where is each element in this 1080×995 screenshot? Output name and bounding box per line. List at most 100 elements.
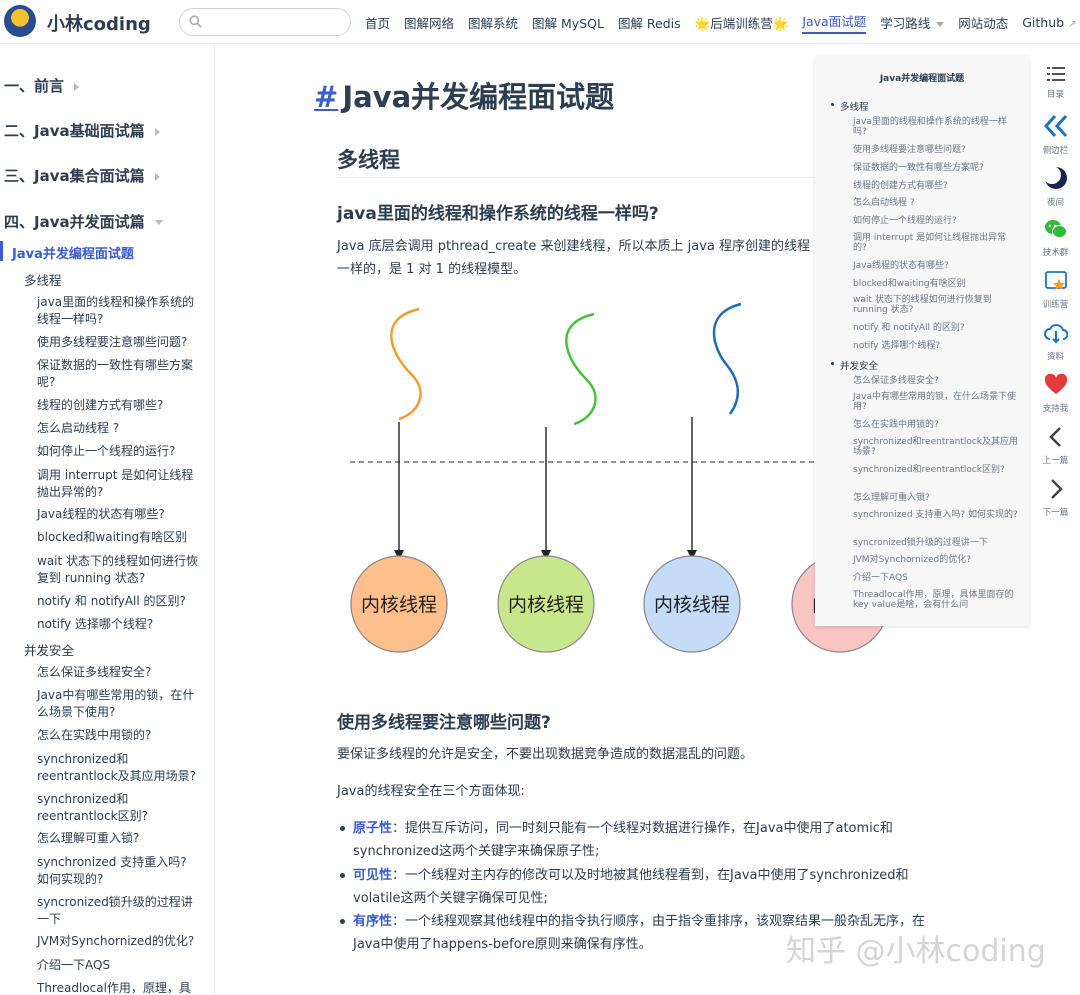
sidebar-group-java-collections[interactable]: 三、Java集合面试篇	[4, 165, 160, 186]
toc-item[interactable]: 怎么理解可重入锁?	[853, 493, 930, 503]
next-article-button[interactable]: 下一篇	[1031, 478, 1080, 518]
toc-item[interactable]: Java中有哪些常用的锁，在什么场景下使用?	[853, 392, 1017, 412]
night-mode-button[interactable]: 夜间	[1031, 166, 1080, 208]
sidebar-item[interactable]: synchronized和reentrantlock及其应用场景?	[37, 752, 196, 783]
list-item-text: ：一个线程对主内存的修改可以及时地被其他线程看到，在Java中使用了synchr…	[392, 868, 909, 883]
sidebar-group-java-basics[interactable]: 二、Java基础面试篇	[4, 120, 160, 141]
toc-item[interactable]: synchronized和reentrantlock及其应用场景?	[853, 437, 1018, 457]
sidebar-item[interactable]: syncronized锁升级的过程讲一下	[37, 895, 193, 926]
sidebar-item[interactable]: notify 选择哪个线程?	[37, 617, 154, 631]
toc-button[interactable]: 目录	[1031, 66, 1080, 100]
tool-label: 上一篇	[1042, 456, 1069, 466]
training-camp-button[interactable]: 训练营	[1031, 270, 1080, 310]
nav-camp[interactable]: 🌟后端训练营🌟	[694, 15, 789, 31]
nav-learning-path[interactable]: 学习路线	[880, 13, 945, 32]
tech-group-button[interactable]: 技术群	[1031, 218, 1080, 258]
sidebar-group-preface[interactable]: 一、前言	[4, 75, 80, 96]
list-item-text: synchronized这两个关键字来确保原子性;	[353, 844, 600, 859]
sidebar-toggle-button[interactable]: 侧边栏	[1031, 114, 1080, 156]
sidebar-item[interactable]: 怎么启动线程 ?	[37, 421, 120, 435]
sidebar-item[interactable]: Java中有哪些常用的锁，在什么场景下使用?	[37, 688, 195, 719]
chevron-down-icon	[154, 220, 163, 225]
sidebar-item[interactable]: 怎么保证多线程安全?	[37, 665, 152, 679]
list-item-term: 原子性	[353, 821, 393, 836]
sidebar-item[interactable]: synchronized 支持重入吗? 如何实现的?	[37, 855, 187, 886]
chevron-right-icon	[74, 82, 80, 91]
toc-title[interactable]: Java并发编程面试题	[879, 74, 965, 84]
nav-news[interactable]: 网站动态	[958, 15, 1009, 31]
sidebar-item[interactable]: 保证数据的一致性有哪些方案呢?	[37, 358, 194, 389]
previous-article-button[interactable]: 上一篇	[1031, 426, 1080, 466]
user-thread-3	[712, 302, 742, 415]
sidebar-item[interactable]: blocked和waiting有啥区别	[37, 530, 188, 544]
search-input[interactable]	[179, 8, 351, 36]
sidebar-group-java-concurrency[interactable]: 四、Java并发面试篇	[4, 211, 163, 232]
sidebar-item[interactable]: Threadlocal作用，原理，具体	[37, 981, 191, 995]
sidebar-item[interactable]: java里面的线程和操作系统的线程一样吗?	[37, 295, 195, 326]
toc-section[interactable]: 并发安全	[830, 358, 878, 372]
nav-mysql[interactable]: 图解 MySQL	[532, 15, 604, 31]
chevron-right-icon	[154, 127, 160, 136]
sidebar-item[interactable]: 线程的创建方式有哪些?	[37, 398, 164, 412]
resources-button[interactable]: 资料	[1031, 322, 1080, 362]
header-anchor[interactable]: #	[314, 80, 339, 114]
sidebar-item[interactable]: notify 和 notifyAll 的区别?	[37, 594, 186, 608]
paragraph: 要保证多线程的允许是安全，不要出现数据竞争造成的数据混乱的问题。	[337, 747, 754, 762]
sidebar-item[interactable]: 怎么理解可重入锁?	[37, 831, 140, 845]
sidebar-item[interactable]: 怎么在实践中用锁的?	[37, 728, 152, 742]
sidebar-item[interactable]: 调用 interrupt 是如何让线程抛出异常的?	[37, 468, 194, 499]
support-button[interactable]: 支持我	[1031, 373, 1080, 414]
site-name[interactable]: 小林coding	[47, 14, 151, 35]
sidebar-item[interactable]: synchronized和reentrantlock区别?	[37, 792, 148, 823]
toc-item[interactable]: notify 选择哪个线程?	[853, 341, 941, 351]
nav-home[interactable]: 首页	[365, 15, 391, 31]
nav-network[interactable]: 图解网络	[404, 15, 455, 31]
tool-label: 目录	[1046, 90, 1064, 100]
arrow-head	[541, 550, 551, 560]
toc-item[interactable]: synchronized 支持重入吗? 如何实现的?	[853, 510, 1018, 520]
cloud-download-icon	[1043, 324, 1068, 344]
sidebar-item-active-page[interactable]: Java并发编程面试题	[12, 247, 134, 262]
site-logo[interactable]	[4, 5, 36, 37]
toc-item[interactable]: 怎么启动线程 ?	[853, 198, 915, 208]
toc-item[interactable]: syncronized锁升级的过程讲一下	[853, 538, 988, 548]
sidebar-item[interactable]: Java线程的状态有哪些?	[37, 507, 165, 521]
toc-item[interactable]: blocked和waiting有啥区别	[853, 279, 966, 289]
nav-redis[interactable]: 图解 Redis	[617, 15, 681, 31]
toc-item[interactable]: 如何停止一个线程的运行?	[853, 216, 957, 226]
toc-item[interactable]: JVM对Synchornized的优化?	[853, 555, 971, 565]
toc-item[interactable]: 使用多线程要注意哪些问题?	[853, 145, 966, 155]
question-heading: java里面的线程和操作系统的线程一样吗?	[337, 204, 659, 224]
sidebar-section-multithreading[interactable]: 多线程	[24, 273, 62, 288]
heading-divider	[337, 177, 937, 178]
nav-system[interactable]: 图解系统	[468, 15, 519, 31]
toc-section[interactable]: 多线程	[831, 99, 869, 113]
tool-label: 技术群	[1042, 248, 1069, 258]
nav-learning-path-label: 学习路线	[880, 15, 931, 31]
toc-item[interactable]: 介绍一下AQS	[853, 573, 908, 583]
sidebar-item[interactable]: wait 状态下的线程如何进行恢复到 running 状态?	[37, 554, 199, 585]
toc-item[interactable]: Java线程的状态有哪些?	[853, 261, 949, 271]
toc-item[interactable]: wait 状态下的线程如何进行恢复到running 状态?	[853, 295, 992, 315]
nav-github[interactable]: Github↗	[1022, 15, 1076, 30]
toc-item[interactable]: 怎么在实践中用锁的?	[853, 420, 939, 430]
sidebar-item[interactable]: 介绍一下AQS	[37, 958, 111, 972]
sidebar-section-concurrency-safety[interactable]: 并发安全	[24, 643, 75, 658]
toc-item[interactable]: 调用 interrupt 是如何让线程抛出异常的?	[853, 233, 1007, 253]
toc-item[interactable]: 保证数据的一致性有哪些方案呢?	[853, 163, 984, 173]
toc-item[interactable]: Threadlocal作用，原理，具体里面存的key value是啥，会有什么问	[853, 590, 1014, 610]
toc-item[interactable]: 怎么保证多线程安全?	[853, 376, 939, 386]
toc-item[interactable]: java里面的线程和操作系统的线程一样吗?	[853, 117, 1007, 137]
main-content: #Java并发编程面试题 多线程 java里面的线程和操作系统的线程一样吗? J…	[216, 44, 937, 995]
sidebar-item[interactable]: 如何停止一个线程的运行?	[37, 444, 176, 458]
toc-item[interactable]: synchronized和reentrantlock区别?	[853, 465, 1005, 475]
paragraph: Java 底层会调用 pthread_create 来创建线程，所以本质上 ja…	[337, 235, 817, 281]
kernel-thread-label: 内核线程	[361, 594, 437, 616]
toc-item[interactable]: notify 和 notifyAll 的区别?	[853, 323, 965, 333]
sidebar-item[interactable]: JVM对Synchornized的优化?	[37, 934, 195, 948]
list-item-text: Java中使用了happens-before原则来确保有序性。	[353, 937, 652, 952]
camp-icon	[1044, 271, 1067, 290]
sidebar-item[interactable]: 使用多线程要注意哪些问题?	[37, 335, 188, 349]
toc-item[interactable]: 线程的创建方式有哪些?	[853, 181, 948, 191]
nav-java-interview[interactable]: Java面试题	[802, 11, 867, 34]
